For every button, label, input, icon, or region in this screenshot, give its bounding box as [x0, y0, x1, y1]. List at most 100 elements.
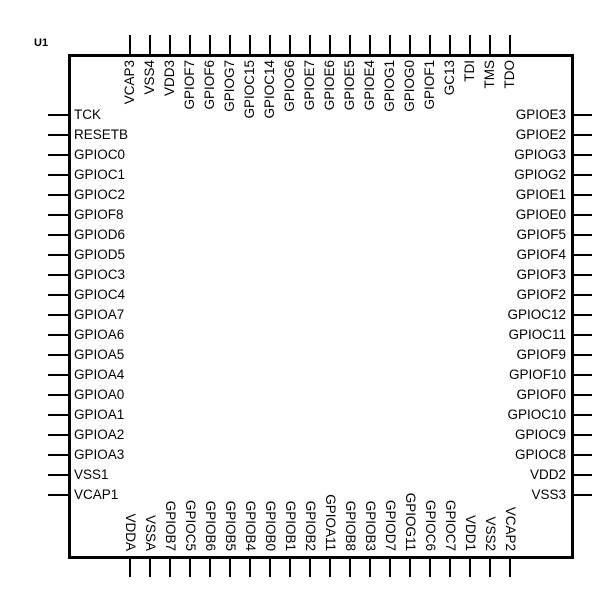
pin-label-GPIOF6: GPIOF6: [202, 60, 217, 110]
pin-label-VSS2: VSS2: [483, 516, 498, 551]
pin-line-VDDA: [129, 556, 131, 577]
pin-line-GPIOD6: [48, 234, 69, 236]
pin-label-GPIOA3: GPIOA3: [74, 447, 125, 462]
pin-label-GPIOE5: GPIOE5: [342, 60, 357, 111]
pin-line-GPIOG0: [409, 35, 411, 55]
pin-label-GPIOE0: GPIOE0: [515, 207, 566, 222]
pin-label-GPIOB4: GPIOB4: [243, 500, 258, 551]
pin-line-GPIOC9: [571, 434, 592, 436]
pin-label-GPIOE6: GPIOE6: [322, 60, 337, 111]
pin-line-GPIOC1: [48, 174, 69, 176]
pin-label-GPIOG11: GPIOG11: [403, 492, 418, 551]
pin-line-VSS4: [149, 35, 151, 55]
pin-line-GPIOC12: [571, 314, 592, 316]
pin-label-GPIOB1: GPIOB1: [283, 500, 298, 551]
pin-label-TDO: TDO: [502, 60, 517, 89]
pin-label-GPIOF9: GPIOF9: [516, 347, 566, 362]
pin-label-GPIOA7: GPIOA7: [74, 307, 125, 322]
pin-label-GPIOC12: GPIOC12: [507, 307, 566, 322]
pin-line-GPIOG6: [289, 35, 291, 55]
pin-line-GPIOC10: [571, 414, 592, 416]
pin-label-GPIOB8: GPIOB8: [343, 500, 358, 551]
pin-line-GPIOG11: [409, 556, 411, 577]
pin-label-GPIOC1: GPIOC1: [74, 167, 126, 182]
pin-line-GPIOB1: [289, 556, 291, 577]
pin-line-GPIOF1: [429, 35, 431, 55]
pin-line-GPIOA11: [329, 556, 331, 577]
pin-label-GPIOF4: GPIOF4: [516, 247, 566, 262]
pin-line-GPIOE3: [571, 114, 592, 116]
pin-line-GPIOG2: [571, 174, 592, 176]
pin-label-VDD3: VDD3: [162, 60, 177, 97]
pin-line-GPIOD7: [389, 556, 391, 577]
pin-label-RESETB: RESETB: [74, 127, 129, 142]
pin-label-GPIOF10: GPIOF10: [508, 367, 566, 382]
pin-line-GPIOC7: [449, 556, 451, 577]
pin-label-TCK: TCK: [74, 107, 101, 122]
pin-line-GPIOE5: [349, 35, 351, 55]
ic-body: [68, 54, 574, 559]
pin-label-GPIOC3: GPIOC3: [74, 267, 126, 282]
pin-line-TCK: [48, 114, 69, 116]
pin-label-GC13: GC13: [442, 60, 457, 96]
pin-line-GPIOB6: [209, 556, 211, 577]
pin-line-GPIOB5: [229, 556, 231, 577]
pin-label-GPIOF8: GPIOF8: [74, 207, 124, 222]
pin-line-GPIOC15: [249, 35, 251, 55]
pin-line-GPIOF10: [571, 374, 592, 376]
pin-line-GPIOB3: [369, 556, 371, 577]
pin-line-GPIOB8: [349, 556, 351, 577]
pin-line-VDD2: [571, 474, 592, 476]
pin-label-GPIOC11: GPIOC11: [508, 327, 566, 342]
pin-label-GPIOF1: GPIOF1: [422, 60, 437, 110]
pin-label-VSSA: VSSA: [143, 514, 158, 551]
pin-line-VCAP2: [509, 556, 511, 577]
pin-label-GPIOF3: GPIOF3: [516, 267, 566, 282]
pin-line-GPIOA5: [48, 354, 69, 356]
pin-label-GPIOA4: GPIOA4: [74, 367, 125, 382]
pin-line-GPIOE4: [369, 35, 371, 55]
pin-line-GPIOB2: [309, 556, 311, 577]
pin-line-VDD1: [469, 556, 471, 577]
pin-line-GPIOF3: [571, 274, 592, 276]
pin-line-GPIOA2: [48, 434, 69, 436]
pin-line-RESETB: [48, 134, 69, 136]
pin-label-GPIOE1: GPIOE1: [515, 187, 566, 202]
pin-line-GPIOC5: [189, 556, 191, 577]
pin-line-GPIOF4: [571, 254, 592, 256]
pin-label-GPIOG1: GPIOG1: [382, 60, 397, 112]
pin-label-GPIOB3: GPIOB3: [363, 500, 378, 551]
pin-label-TDI: TDI: [462, 60, 477, 82]
pin-label-GPIOA0: GPIOA0: [74, 387, 125, 402]
pin-label-GPIOC15: GPIOC15: [242, 60, 257, 119]
pin-label-GPIOC8: GPIOC8: [514, 447, 566, 462]
pin-label-GPIOA1: GPIOA1: [74, 407, 125, 422]
pin-line-GPIOF9: [571, 354, 592, 356]
pin-line-GPIOC11: [571, 334, 592, 336]
pin-line-GPIOB4: [249, 556, 251, 577]
pin-label-GPIOE2: GPIOE2: [515, 127, 566, 142]
pin-label-GPIOC7: GPIOC7: [443, 499, 458, 551]
pin-line-GPIOA1: [48, 414, 69, 416]
pin-line-GPIOA4: [48, 374, 69, 376]
pin-line-TDI: [469, 35, 471, 55]
pin-label-GPIOB7: GPIOB7: [163, 500, 178, 551]
pin-label-GPIOC2: GPIOC2: [74, 187, 126, 202]
pin-label-GPIOF0: GPIOF0: [516, 387, 566, 402]
pin-label-GPIOC10: GPIOC10: [507, 407, 566, 422]
pin-line-GPIOE0: [571, 214, 592, 216]
pin-line-GPIOA3: [48, 454, 69, 456]
pin-label-GPIOB2: GPIOB2: [303, 500, 318, 551]
pin-line-GPIOC14: [269, 35, 271, 55]
pin-label-VDD2: VDD2: [529, 467, 566, 482]
pin-line-GC13: [449, 35, 451, 55]
pin-line-GPIOF8: [48, 214, 69, 216]
pin-label-GPIOB6: GPIOB6: [203, 500, 218, 551]
pin-label-VDD1: VDD1: [463, 514, 478, 551]
pin-label-GPIOE4: GPIOE4: [362, 60, 377, 111]
pin-line-TDO: [509, 35, 511, 55]
pin-line-VSS3: [571, 494, 592, 496]
pin-label-GPIOC4: GPIOC4: [74, 287, 126, 302]
pin-line-GPIOA7: [48, 314, 69, 316]
